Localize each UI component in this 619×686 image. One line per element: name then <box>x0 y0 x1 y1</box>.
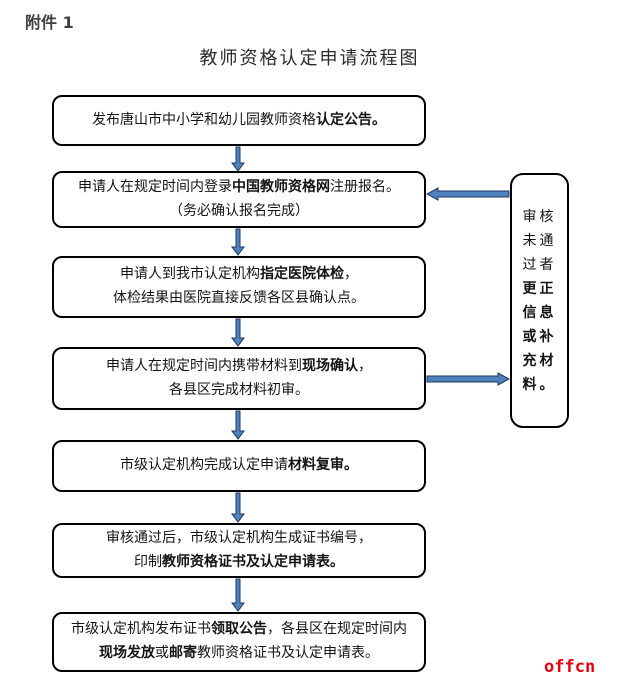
step-text-line: 申请人在规定时间内登录中国教师资格网注册报名。 <box>78 176 400 200</box>
text-segment: ，各县区在规定时间内 <box>267 621 407 638</box>
text-segment: 中国教师资格网 <box>232 178 330 195</box>
text-segment: 现场发放 <box>99 645 155 661</box>
down-arrow-icon <box>231 146 245 172</box>
step-text-line: 印制教师资格证书及认定申请表。 <box>134 551 344 575</box>
step-text-line: 发布唐山市中小学和幼儿园教师资格认定公告。 <box>92 109 386 133</box>
step-medical-exam: 申请人到我市认定机构指定医院体检， 体检结果由医院直接反馈各区县确认点。 <box>52 256 426 318</box>
text-segment: 市级认定机构完成认定申请 <box>120 457 288 474</box>
text-segment: 市级认定机构发布证书 <box>71 621 211 638</box>
text-segment: 印制 <box>134 553 162 570</box>
text-segment: 指定医院体检 <box>260 266 344 283</box>
step-text-line: 现场发放或邮寄教师资格证书及认定申请表。 <box>99 642 379 666</box>
step-text-line: 申请人在规定时间内携带材料到现场确认， <box>106 355 372 379</box>
text-segment: 领取公告 <box>211 621 267 638</box>
step-certificate-generation: 审核通过后，市级认定机构生成证书编号， 印制教师资格证书及认定申请表。 <box>52 523 426 578</box>
down-arrow-icon <box>231 492 245 523</box>
text-segment: 更正 <box>522 280 557 297</box>
left-arrow-icon <box>426 187 510 201</box>
side-box-text-row: 充材 <box>523 349 557 373</box>
text-segment: 体检结果由医院直接反馈各区县确认点。 <box>113 290 365 306</box>
text-segment: （务必确认报名完成） <box>169 202 309 219</box>
text-segment: 教师资格证书及认定申请表。 <box>162 553 344 570</box>
side-box-text-row: 信息 <box>523 301 557 325</box>
step-announcement: 发布唐山市中小学和幼儿园教师资格认定公告。 <box>52 95 426 146</box>
right-arrow-icon <box>426 372 510 386</box>
side-box-text-row: 料。 <box>523 373 557 397</box>
side-box-text-row: 过者 <box>523 253 557 277</box>
text-segment: 过者 <box>522 256 557 273</box>
step-rejection-loop: 审核未通过者更正信息或补充材料。 <box>510 173 569 428</box>
text-segment: 审核 <box>522 208 557 225</box>
step-text-line: 各县区完成材料初审。 <box>169 379 309 403</box>
step-text-line: 体检结果由医院直接反馈各区县确认点。 <box>113 287 365 311</box>
down-arrow-icon <box>231 318 245 347</box>
text-segment: ， <box>344 266 358 283</box>
text-segment: 或 <box>155 645 169 661</box>
text-segment: 注册报名。 <box>330 178 400 195</box>
text-segment: 申请人在规定时间内携带材料到 <box>106 357 302 374</box>
text-segment: 未通 <box>522 232 557 249</box>
attachment-label: 附件 1 <box>25 13 74 32</box>
text-segment: 各县区完成材料初审。 <box>169 381 309 398</box>
step-text-line: 申请人到我市认定机构指定医院体检， <box>120 263 358 287</box>
text-segment: 现场确认 <box>302 357 358 374</box>
step-text-line: 市级认定机构发布证书领取公告，各县区在规定时间内 <box>71 618 407 642</box>
text-segment: 或补 <box>522 328 557 345</box>
text-segment: 材料复审。 <box>288 457 358 474</box>
step-online-registration: 申请人在规定时间内登录中国教师资格网注册报名。 （务必确认报名完成） <box>52 171 426 228</box>
step-text-line: 市级认定机构完成认定申请材料复审。 <box>120 454 358 478</box>
step-material-review: 市级认定机构完成认定申请材料复审。 <box>52 440 426 492</box>
text-segment: 邮寄 <box>169 645 197 661</box>
down-arrow-icon <box>231 228 245 256</box>
text-segment: 充材 <box>522 352 557 369</box>
text-segment: 教师资格证书及认定申请表。 <box>197 645 379 661</box>
side-box-text-row: 未通 <box>523 229 557 253</box>
text-segment: 发布唐山市中小学和幼儿园教师资格 <box>92 111 316 128</box>
page-title: 教师资格认定申请流程图 <box>199 48 420 69</box>
side-box-text-row: 更正 <box>523 277 557 301</box>
step-onsite-confirmation: 申请人在规定时间内携带材料到现场确认， 各县区完成材料初审。 <box>52 347 426 410</box>
text-segment: 审核通过后，市级认定机构生成证书编号， <box>106 529 372 546</box>
text-segment: 申请人在规定时间内登录 <box>78 178 232 195</box>
step-text-line: （务必确认报名完成） <box>169 200 309 224</box>
text-segment: 申请人到我市认定机构 <box>120 266 260 283</box>
side-box-text-row: 审核 <box>523 205 557 229</box>
text-segment: 认定公告。 <box>316 111 386 128</box>
text-segment: ， <box>358 357 372 374</box>
watermark-offcn: offcn <box>544 657 596 677</box>
step-text-line: 审核通过后，市级认定机构生成证书编号， <box>106 527 372 551</box>
text-segment: 信息 <box>522 304 557 321</box>
down-arrow-icon <box>231 578 245 612</box>
text-segment: 料。 <box>522 376 557 393</box>
down-arrow-icon <box>231 410 245 440</box>
side-box-text-row: 或补 <box>523 325 557 349</box>
step-certificate-issuance: 市级认定机构发布证书领取公告，各县区在规定时间内现场发放或邮寄教师资格证书及认定… <box>52 612 426 672</box>
